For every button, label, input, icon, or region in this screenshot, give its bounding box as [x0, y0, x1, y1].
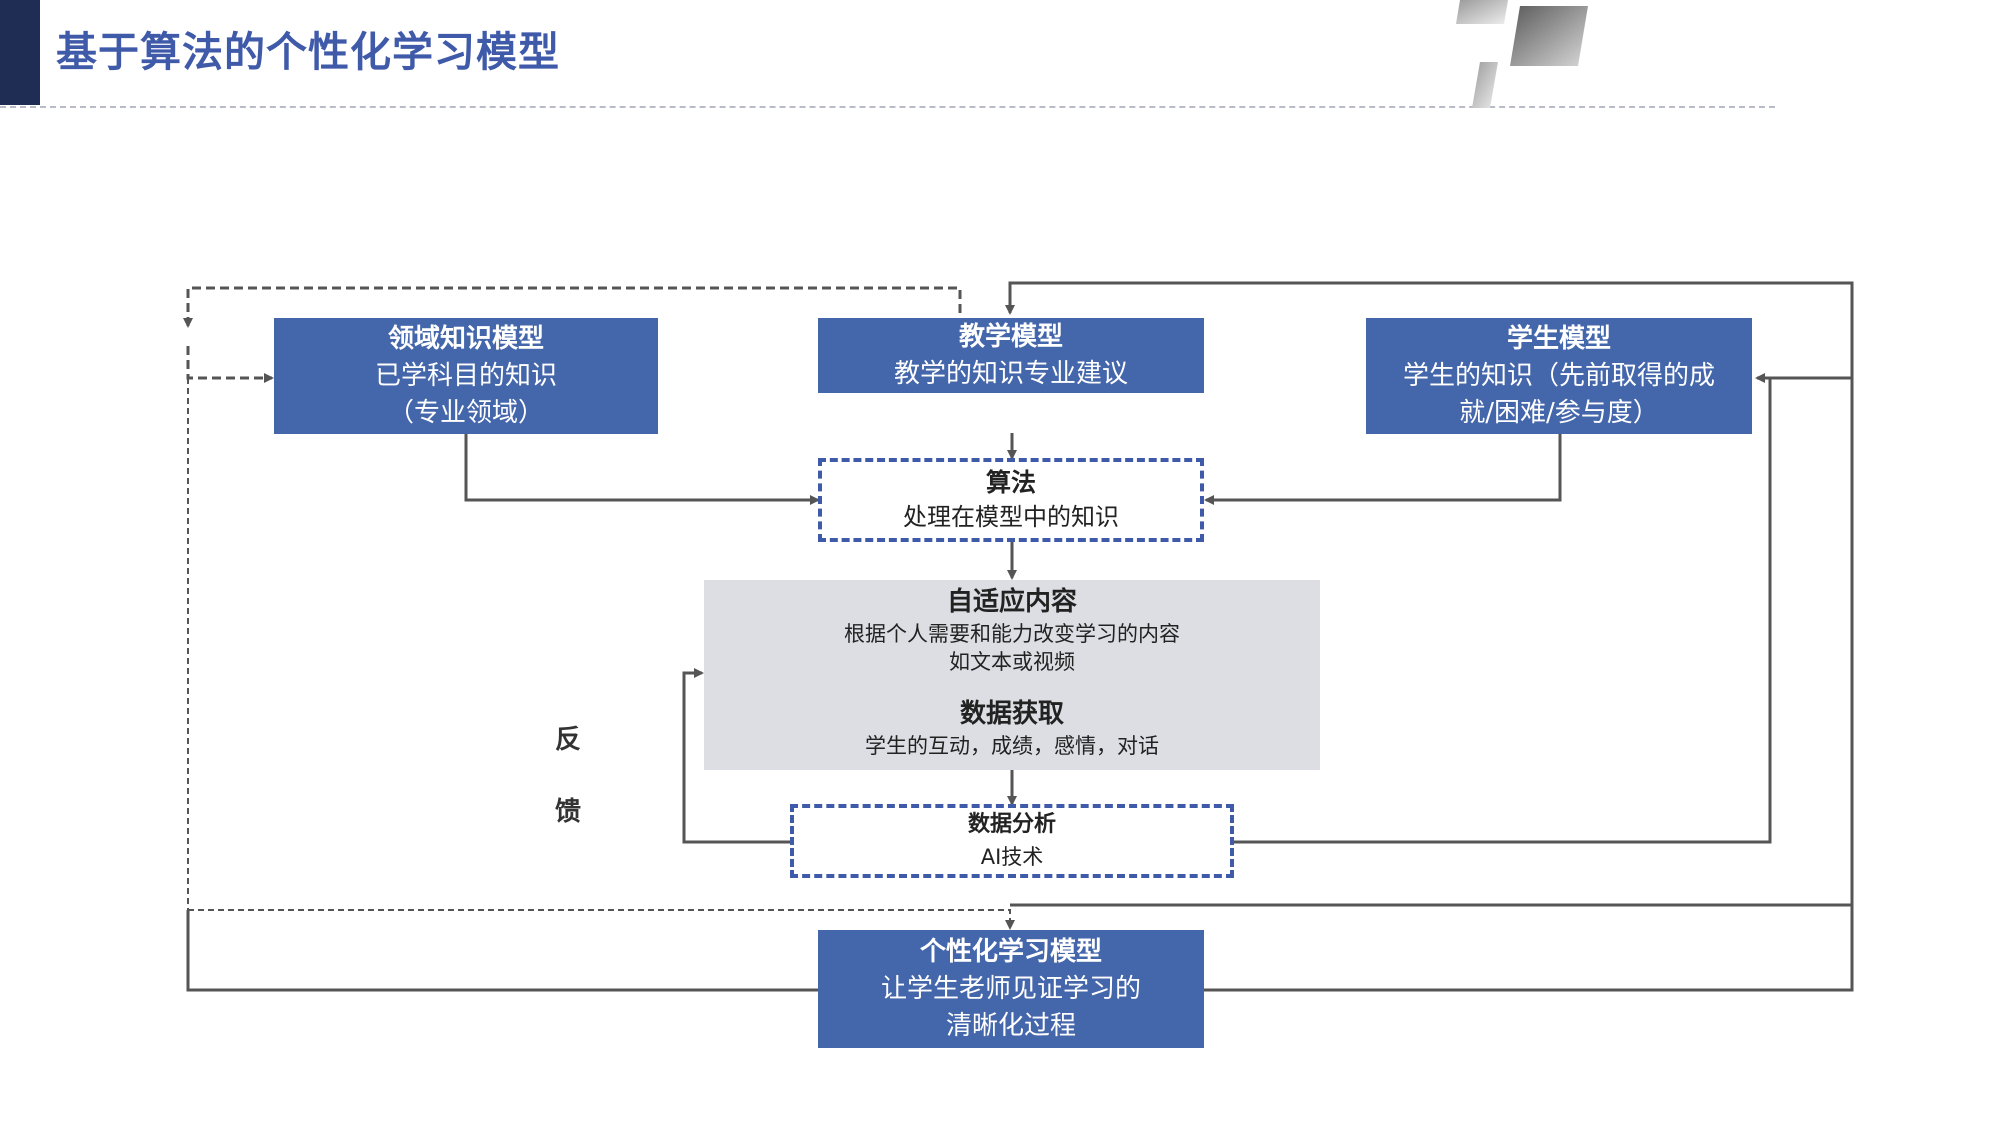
algorithm-line1: 处理在模型中的知识 [903, 503, 1119, 531]
title-accent-bar [0, 0, 40, 105]
adaptive-content-title: 自适应内容 [946, 587, 1077, 617]
adaptive-content-panel: 自适应内容 根据个人需要和能力改变学习的内容 如文本或视频 数据获取 学生的互动… [704, 580, 1320, 770]
personalized-model-line1: 让学生老师见证学习的 [880, 973, 1141, 1004]
data-analysis-title: 数据分析 [967, 812, 1056, 837]
domain-model-line1: 已学科目的知识 [374, 360, 557, 391]
student-model-line1: 学生的知识（先前取得的成 [1402, 360, 1715, 391]
domain-model-line2: （专业领域） [387, 397, 544, 428]
personalized-learning-model-box: 个性化学习模型 让学生老师见证学习的 清晰化过程 [818, 930, 1204, 1048]
data-acquisition-title: 数据获取 [959, 699, 1064, 729]
page-title: 基于算法的个性化学习模型 [56, 28, 560, 76]
domain-knowledge-model-box: 领域知识模型 已学科目的知识 （专业领域） [274, 318, 658, 434]
feedback-label-char2: 馈 [555, 797, 582, 827]
student-model-title: 学生模型 [1506, 323, 1611, 354]
personalized-model-title: 个性化学习模型 [919, 936, 1102, 967]
data-acquisition-line1: 学生的互动，成绩，感情，对话 [865, 734, 1159, 758]
corner-logo-decoration [1456, 0, 1588, 108]
data-analysis-box: 数据分析 AI技术 [790, 804, 1234, 878]
teaching-model-line1: 教学的知识专业建议 [893, 358, 1128, 389]
adaptive-content-line1: 根据个人需要和能力改变学习的内容 [844, 622, 1180, 646]
feedback-label-char1: 反 [555, 725, 582, 755]
teaching-model-title: 教学模型 [958, 321, 1063, 352]
student-model-line2: 就/困难/参与度） [1459, 397, 1659, 428]
adaptive-content-line2: 如文本或视频 [949, 650, 1075, 674]
personalized-model-line2: 清晰化过程 [945, 1010, 1076, 1041]
header-divider [0, 106, 1775, 108]
algorithm-box: 算法 处理在模型中的知识 [818, 458, 1204, 542]
domain-model-title: 领域知识模型 [387, 323, 544, 354]
student-model-box: 学生模型 学生的知识（先前取得的成 就/困难/参与度） [1366, 318, 1752, 434]
teaching-model-box: 教学模型 教学的知识专业建议 [818, 318, 1204, 393]
data-analysis-line1: AI技术 [980, 845, 1044, 869]
algorithm-title: 算法 [985, 468, 1036, 497]
